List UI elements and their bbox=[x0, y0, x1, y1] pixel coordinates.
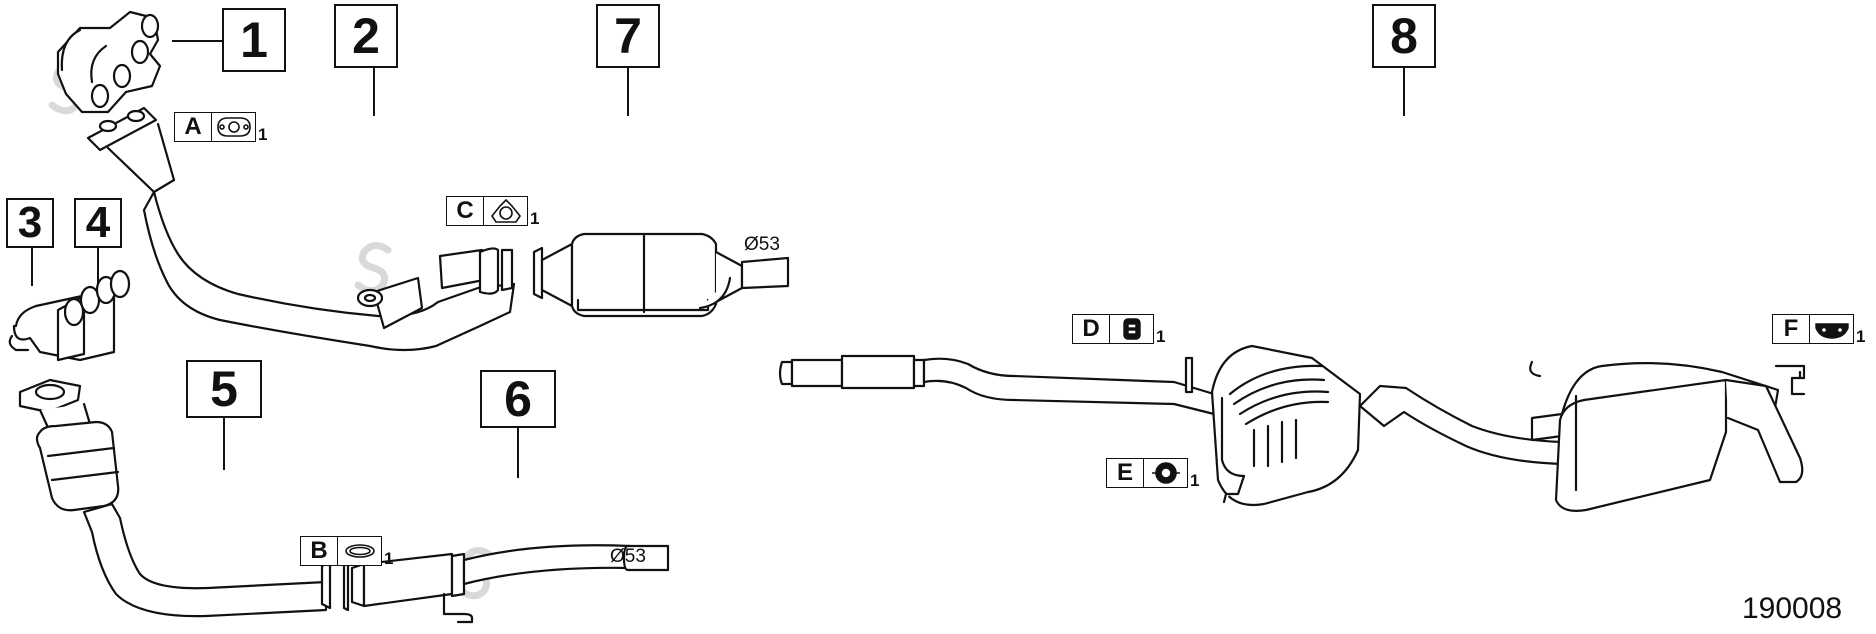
leader-7 bbox=[627, 68, 629, 116]
leader-4 bbox=[97, 248, 99, 284]
document-number: 190008 bbox=[1742, 592, 1843, 625]
three-bolt-flange-gasket-icon bbox=[484, 196, 528, 226]
part-tag-b-qty: 1 bbox=[384, 549, 394, 568]
part-tag-b: B 1 bbox=[300, 536, 394, 568]
callout-3: 3 bbox=[6, 198, 54, 248]
callout-8: 8 bbox=[1372, 4, 1436, 68]
front-pipe-diameter: Ø53 bbox=[610, 546, 646, 567]
callout-6: 6 bbox=[480, 370, 556, 428]
catalytic-converter-part-7 bbox=[532, 232, 790, 318]
callout-5-text: 5 bbox=[210, 361, 238, 417]
callout-3-text: 3 bbox=[17, 198, 43, 247]
part-tag-d-qty: 1 bbox=[1156, 327, 1166, 346]
front-pipe-part-2 bbox=[86, 106, 516, 352]
part-tag-f-label: F bbox=[1772, 314, 1810, 344]
part-tag-f-qty: 1 bbox=[1856, 327, 1866, 346]
rubber-strap-hanger-icon bbox=[1810, 314, 1854, 344]
part-tag-d: D 1 bbox=[1072, 314, 1166, 346]
callout-4-text: 4 bbox=[85, 198, 111, 247]
part-tag-e: E 1 bbox=[1106, 458, 1200, 490]
round-rubber-mount-icon bbox=[1144, 458, 1188, 488]
cat-outlet-diameter: Ø53 bbox=[744, 234, 780, 255]
part-tag-e-label: E bbox=[1106, 458, 1144, 488]
leader-5 bbox=[223, 418, 225, 470]
part-tag-f: F 1 bbox=[1772, 314, 1866, 346]
part-tag-a-qty: 1 bbox=[258, 125, 268, 144]
callout-6-text: 6 bbox=[504, 371, 532, 427]
two-hole-flange-gasket-icon bbox=[212, 112, 256, 142]
part-tag-e-qty: 1 bbox=[1190, 471, 1200, 490]
leader-8 bbox=[1403, 68, 1405, 116]
manifold-part-1 bbox=[56, 10, 162, 114]
middle-pipe-part-6 bbox=[320, 544, 670, 624]
front-pipe-cat-part-5 bbox=[18, 378, 328, 618]
callout-8-text: 8 bbox=[1390, 8, 1418, 64]
callout-4: 4 bbox=[74, 198, 122, 248]
rear-section-part-8 bbox=[778, 344, 1806, 512]
part-tag-c-qty: 1 bbox=[530, 209, 540, 228]
callout-1: 1 bbox=[222, 8, 286, 72]
callout-7-text: 7 bbox=[614, 8, 642, 64]
manifold-part-3-4 bbox=[8, 269, 131, 362]
part-tag-a-label: A bbox=[174, 112, 212, 142]
part-tag-a: A 1 bbox=[174, 112, 268, 144]
ring-gasket-icon bbox=[338, 536, 382, 566]
leader-1 bbox=[172, 40, 222, 42]
part-tag-b-label: B bbox=[300, 536, 338, 566]
leader-3 bbox=[31, 248, 33, 286]
callout-2-text: 2 bbox=[352, 8, 380, 64]
callout-1-text: 1 bbox=[240, 12, 268, 68]
leader-6 bbox=[517, 428, 519, 478]
part-tag-d-label: D bbox=[1072, 314, 1110, 344]
part-tag-c: C 1 bbox=[446, 196, 540, 228]
callout-5: 5 bbox=[186, 360, 262, 418]
part-tag-c-label: C bbox=[446, 196, 484, 226]
callout-2: 2 bbox=[334, 4, 398, 68]
leader-2 bbox=[373, 68, 375, 116]
rubber-hanger-icon bbox=[1110, 314, 1154, 344]
callout-7: 7 bbox=[596, 4, 660, 68]
